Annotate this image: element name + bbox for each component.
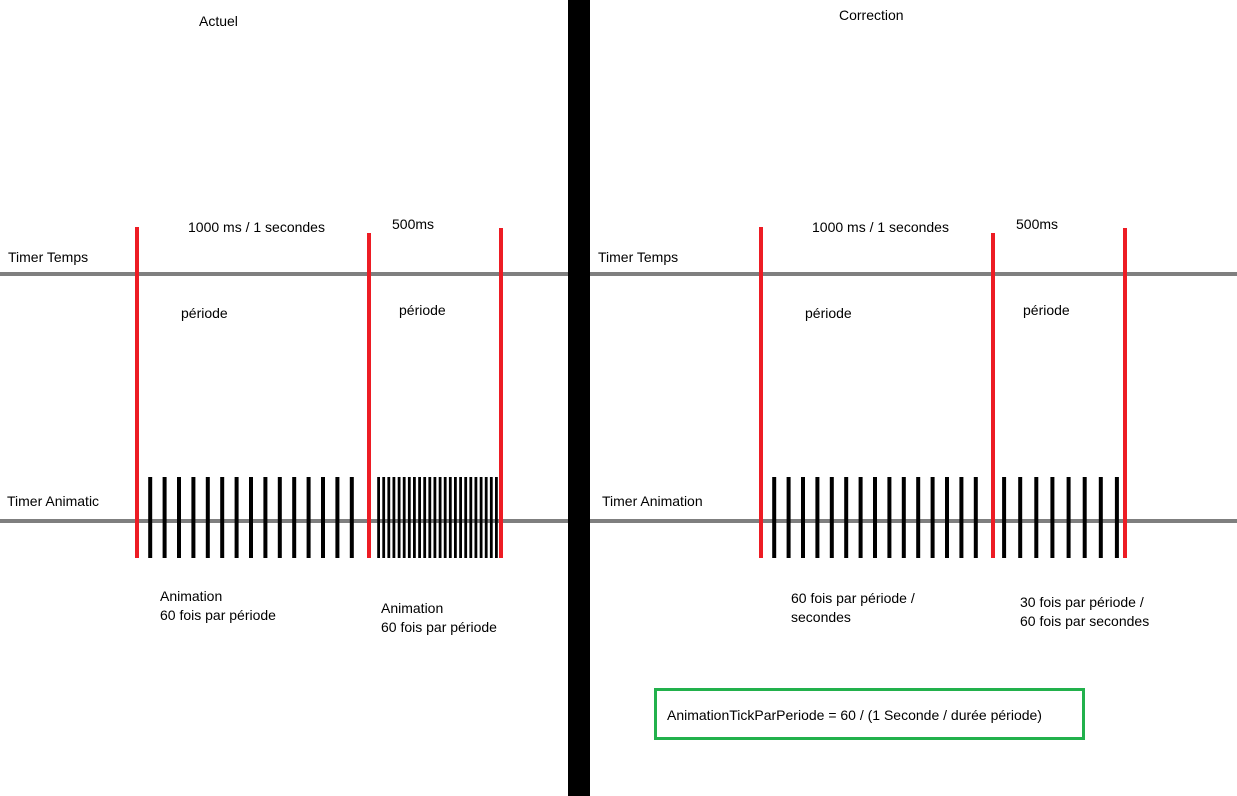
left-period1-tick xyxy=(177,477,181,558)
left-period2-caption: Animation 60 fois par période xyxy=(381,600,497,635)
right-period2-caption: 30 fois par période / 60 fois par second… xyxy=(1020,594,1150,629)
left-period2-tick xyxy=(423,477,427,558)
left-period2-tick xyxy=(382,477,386,558)
left-period2-tick xyxy=(438,477,442,558)
left-period1-tick xyxy=(191,477,196,558)
left-period2-tick xyxy=(469,477,473,558)
right-period1-tick xyxy=(815,477,820,558)
left-period2-tick xyxy=(484,477,488,558)
left-period2-ticks xyxy=(377,477,498,558)
left-period2-tick xyxy=(433,477,437,558)
left-period1-duration: 1000 ms / 1 secondes xyxy=(188,219,325,235)
right-period2-tick xyxy=(1098,477,1103,558)
left-period1-tick xyxy=(148,477,153,558)
left-period2-tick xyxy=(489,477,493,558)
right-period2-label: période xyxy=(1023,302,1070,318)
left-period2-tick xyxy=(479,477,483,558)
left-period1-caption: Animation 60 fois par période xyxy=(160,588,276,623)
right-period2-ticks xyxy=(1002,477,1119,558)
right-period1-tick xyxy=(772,477,777,558)
left-period1-tick xyxy=(306,477,311,558)
left-period1-tick xyxy=(321,477,325,558)
left-period1-tick xyxy=(205,477,210,558)
right-period1-tick xyxy=(916,477,921,558)
right-period1-tick xyxy=(945,477,949,558)
left-period1-tick xyxy=(162,477,167,558)
right-period1-caption: 60 fois par période / secondes xyxy=(791,590,915,625)
left-period2-tick xyxy=(459,477,462,558)
left-period1-ticks xyxy=(148,477,354,558)
right-period1-ticks xyxy=(772,477,978,558)
right-timer-animation-label: Timer Animation xyxy=(602,493,703,509)
left-period1-tick xyxy=(234,477,239,558)
right-period2-tick xyxy=(1002,477,1007,558)
left-period2-tick xyxy=(443,477,447,558)
left-period2-tick xyxy=(407,477,411,558)
right-period1-tick xyxy=(844,477,849,558)
left-period2-tick xyxy=(377,477,380,558)
left-period2-tick xyxy=(448,477,452,558)
left-period2-tick xyxy=(397,477,401,558)
left-period2-tick xyxy=(392,477,396,558)
right-period1-tick xyxy=(930,477,935,558)
right-period1-duration: 1000 ms / 1 secondes xyxy=(812,219,949,235)
left-period2-label: période xyxy=(399,302,446,318)
left-period1-label: période xyxy=(181,305,228,321)
left-period2-tick xyxy=(474,477,478,558)
left-period1-tick xyxy=(349,477,354,558)
left-period1-tick xyxy=(292,477,297,558)
right-period2-tick xyxy=(1114,477,1119,558)
right-period2-tick xyxy=(1066,477,1071,558)
left-period1-tick xyxy=(220,477,225,558)
right-period1-tick xyxy=(829,477,834,558)
right-period2-tick xyxy=(1018,477,1023,558)
right-period2-tick xyxy=(1034,477,1039,558)
panel-divider xyxy=(568,0,590,796)
left-period2-tick xyxy=(428,477,432,558)
left-timer-temps-label: Timer Temps xyxy=(8,249,89,265)
right-period1-tick xyxy=(858,477,863,558)
right-period1-tick xyxy=(786,477,791,558)
right-period1-tick xyxy=(959,477,964,558)
right-period1-tick xyxy=(873,477,877,558)
right-period1-tick xyxy=(887,477,892,558)
left-period1-tick xyxy=(249,477,253,558)
left-period2-tick xyxy=(464,477,468,558)
formula-box: AnimationTickParPeriode = 60 / (1 Second… xyxy=(654,688,1085,740)
right-timer-temps-label: Timer Temps xyxy=(598,249,679,265)
right-period1-tick xyxy=(901,477,906,558)
right-period2-duration: 500ms xyxy=(1016,216,1059,232)
left-timer-animation-label: Timer Animatic xyxy=(7,493,100,509)
left-period1-tick xyxy=(277,477,282,558)
left-panel-title: Actuel xyxy=(199,13,238,29)
left-period2-tick xyxy=(418,477,421,558)
left-period2-tick xyxy=(495,477,498,558)
right-period1-tick xyxy=(973,477,978,558)
left-period2-tick xyxy=(402,477,406,558)
left-period2-tick xyxy=(413,477,416,558)
right-panel-title: Correction xyxy=(839,7,904,23)
left-period1-tick xyxy=(263,477,268,558)
left-period2-tick xyxy=(387,477,391,558)
left-period2-tick xyxy=(454,477,457,558)
left-period1-tick xyxy=(335,477,340,558)
right-period1-label: période xyxy=(805,305,852,321)
left-period2-duration: 500ms xyxy=(392,216,435,232)
formula-text: AnimationTickParPeriode = 60 / (1 Second… xyxy=(667,707,1042,723)
right-period1-tick xyxy=(801,477,805,558)
right-period2-tick xyxy=(1082,477,1087,558)
right-period2-tick xyxy=(1050,477,1055,558)
